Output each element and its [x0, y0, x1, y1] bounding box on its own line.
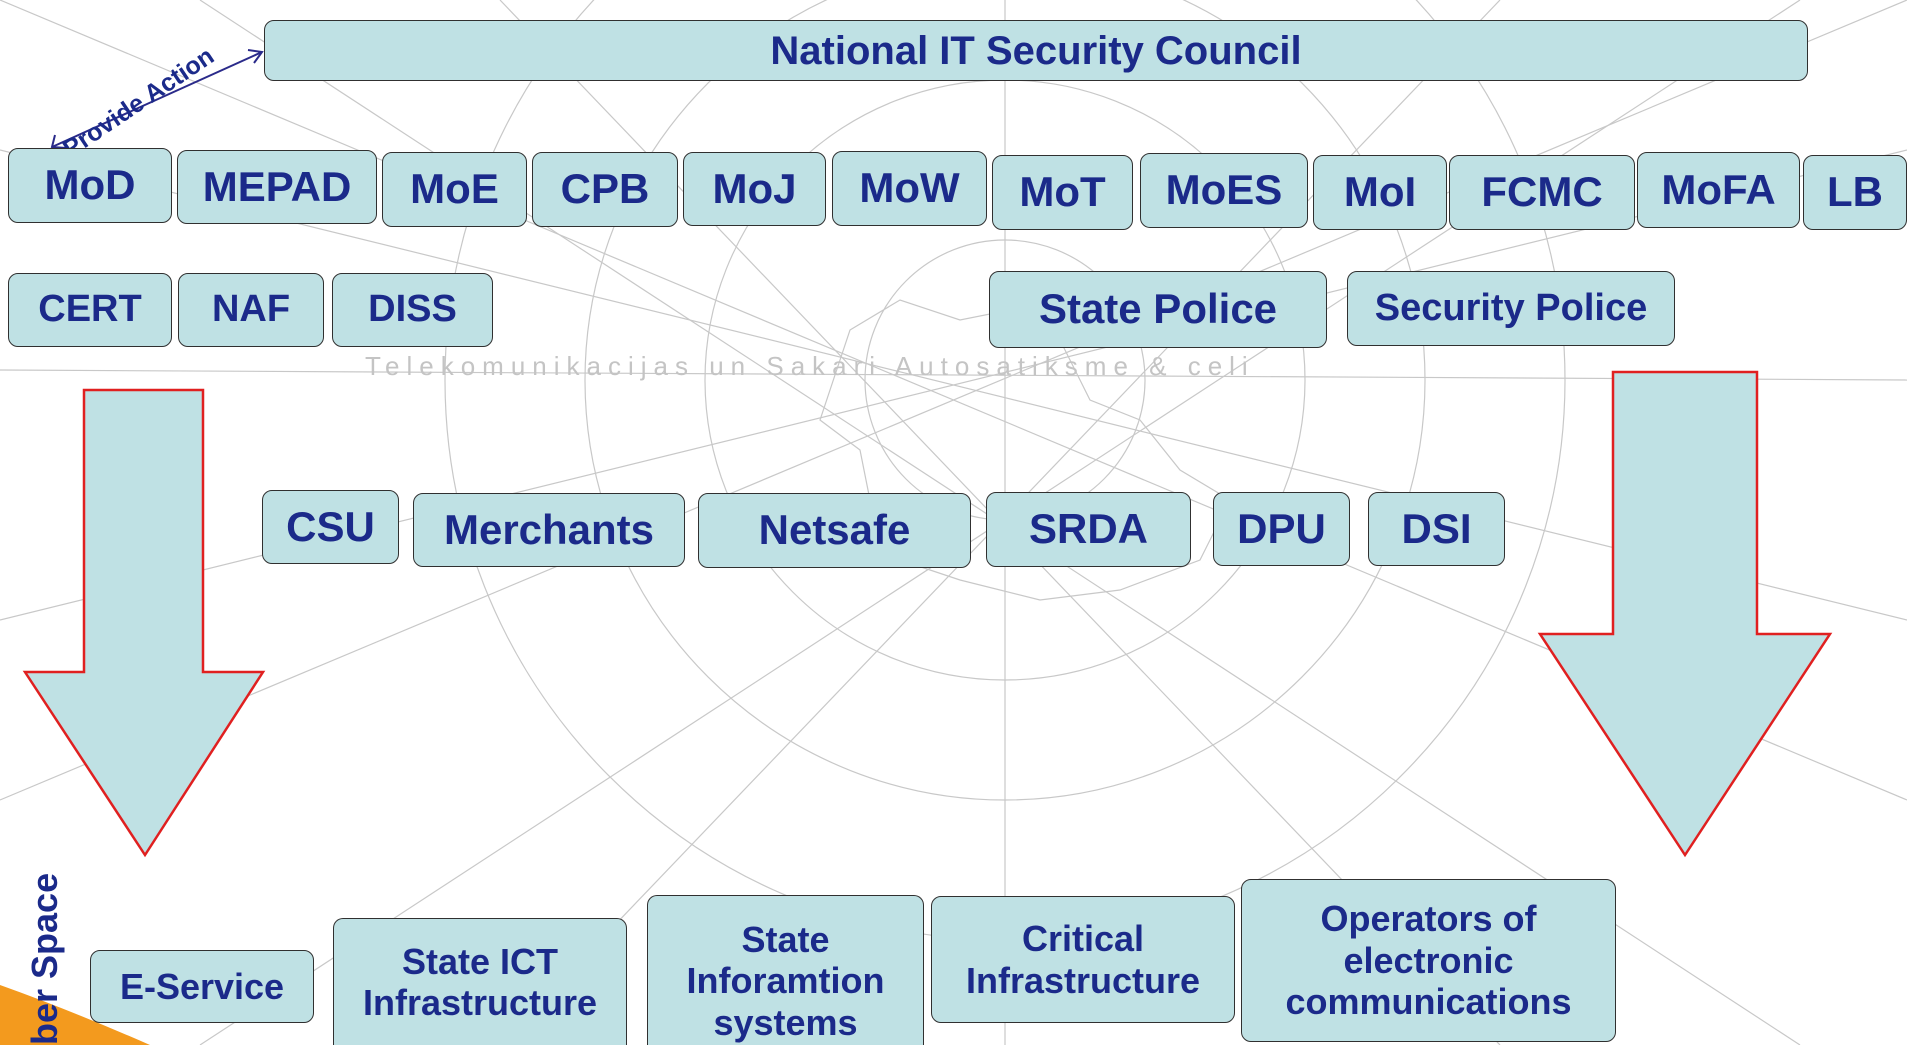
operators-of-electronic-communications: Operators of electronic communications — [1241, 879, 1616, 1042]
ministry-mow: MoW — [832, 151, 987, 226]
org-netsafe: Netsafe — [698, 493, 971, 568]
cyber-space-label: ber Space — [24, 872, 65, 1045]
state-police: State Police — [989, 271, 1327, 348]
org-merchants: Merchants — [413, 493, 685, 567]
provide-action-arrowhead-top — [247, 49, 264, 64]
agency-cert: CERT — [8, 273, 172, 347]
national-it-security-council: National IT Security Council — [264, 20, 1808, 81]
e-service: E-Service — [90, 950, 314, 1023]
ministry-mepad: MEPAD — [177, 150, 377, 224]
org-csu: CSU — [262, 490, 399, 564]
org-srda: SRDA — [986, 492, 1191, 567]
ministry-cpb: CPB — [532, 152, 678, 227]
right-down-arrow — [1537, 370, 1833, 858]
ministry-mod: MoD — [8, 148, 172, 223]
critical-infrastructure: Critical Infrastructure — [931, 896, 1235, 1023]
ministry-fcmc: FCMC — [1449, 155, 1635, 230]
ministry-moj: MoJ — [683, 152, 826, 226]
ministry-moi: MoI — [1313, 155, 1447, 230]
state-information-systems: State Inforamtion systems — [647, 895, 924, 1045]
background-map-text: Telekomunikacijas un Sakari Autosatiksme… — [365, 351, 1255, 381]
agency-diss: DISS — [332, 273, 493, 347]
state-ict-infrastructure: State ICT Infrastructure — [333, 918, 627, 1045]
org-dpu: DPU — [1213, 492, 1350, 566]
orange-corner-swoosh — [0, 985, 150, 1045]
agency-naf: NAF — [178, 273, 324, 347]
ministry-moe: MoE — [382, 152, 527, 227]
ministry-lb: LB — [1803, 155, 1907, 230]
provide-action-arrowhead-bottom — [50, 134, 67, 149]
left-down-arrow — [22, 388, 266, 858]
ministry-moes: MoES — [1140, 153, 1308, 228]
ministry-mofa: MoFA — [1637, 152, 1800, 228]
provide-action-connector — [51, 51, 263, 148]
ministry-mot: MoT — [992, 155, 1133, 230]
org-dsi: DSI — [1368, 492, 1505, 566]
security-police: Security Police — [1347, 271, 1675, 346]
